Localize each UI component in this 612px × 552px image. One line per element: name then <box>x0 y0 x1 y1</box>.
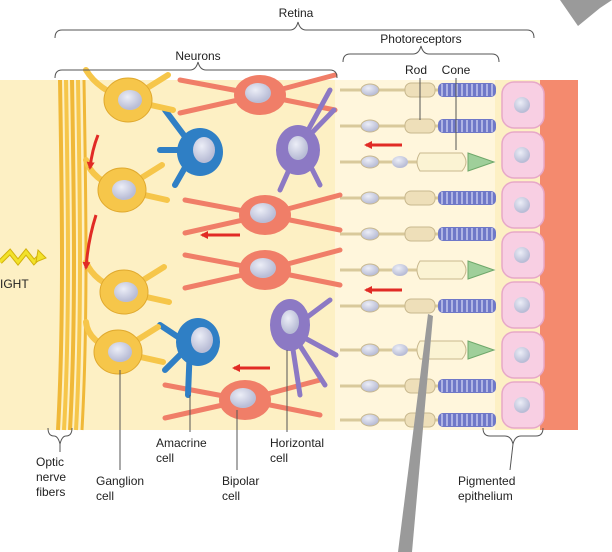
amacrine-cell-line-1: Amacrine <box>156 436 207 450</box>
horizontal-cell-line-1: Horizontal <box>270 436 324 450</box>
choroid-layer <box>540 80 578 430</box>
bipolar-cell <box>162 377 323 421</box>
ganglion-cell <box>83 67 176 123</box>
horizontal-cells <box>270 87 339 398</box>
epithelium-nucleus <box>514 147 530 163</box>
signal-arrows <box>82 134 402 372</box>
epithelium-nucleus <box>514 97 530 113</box>
ganglion-cell-label: Ganglion cell <box>96 474 147 503</box>
bipolar-cell <box>177 72 338 116</box>
pigmented-epithelium-line-1: Pigmented <box>458 474 515 488</box>
light-label: IGHT <box>0 277 29 291</box>
bipolar-cell <box>182 192 343 236</box>
ganglion-cells <box>83 67 176 375</box>
amacrine-cell-line-2: cell <box>156 451 174 465</box>
rod-label: Rod <box>405 63 427 77</box>
pigmented-epithelium-cells <box>501 81 545 429</box>
pointer-top <box>560 0 612 26</box>
ganglion-cell <box>83 319 166 375</box>
bipolar-cell-line-2: cell <box>222 489 240 503</box>
ganglion-cell-line-2: cell <box>96 489 114 503</box>
bipolar-cell-line-1: Bipolar <box>222 474 259 488</box>
optic-nerve-fibers <box>56 79 88 431</box>
epithelium-nucleus <box>514 247 530 263</box>
optic-nerve-fibers-line-3: fibers <box>36 485 65 499</box>
pointer-bottom <box>398 314 433 552</box>
epithelium-nucleus <box>514 197 530 213</box>
photoreceptors-label: Photoreceptors <box>380 32 461 46</box>
retina-label: Retina <box>279 6 314 20</box>
epithelium-nucleus <box>514 297 530 313</box>
rod-cell <box>340 298 496 314</box>
rod-cell <box>340 226 496 242</box>
cone-cell <box>340 340 496 360</box>
cone-cell <box>340 260 496 280</box>
cone-cell <box>340 152 496 172</box>
photoreceptor-layer-bg <box>335 80 495 430</box>
optic-nerve-fibers-line-2: nerve <box>36 470 66 484</box>
rod-cell <box>340 190 496 206</box>
optic-nerve-fibers-line-1: Optic <box>36 455 64 469</box>
epithelium-nucleus <box>514 347 530 363</box>
epithelium-nucleus <box>514 397 530 413</box>
horizontal-cell-label: Horizontal cell <box>270 436 327 465</box>
photoreceptors <box>340 82 496 428</box>
bipolar-cells <box>162 72 343 421</box>
bipolar-cell <box>182 247 343 291</box>
pigmented-epithelium-line-2: epithelium <box>458 489 513 503</box>
amacrine-cell-label: Amacrine cell <box>156 436 210 465</box>
rod-cell <box>340 118 496 134</box>
bipolar-cell-label: Bipolar cell <box>222 474 263 503</box>
optic-nerve-fibers-label: Optic nerve fibers <box>36 455 69 499</box>
light-ray-icon <box>0 247 47 267</box>
cone-label: Cone <box>442 63 471 77</box>
neurons-label: Neurons <box>175 49 220 63</box>
ganglion-cell <box>83 259 172 315</box>
horizontal-cell-line-2: cell <box>270 451 288 465</box>
ganglion-cell-line-1: Ganglion <box>96 474 144 488</box>
pigmented-epithelium-label: Pigmented epithelium <box>458 474 519 503</box>
amacrine-cells <box>157 107 223 398</box>
leader-lines <box>59 78 514 471</box>
